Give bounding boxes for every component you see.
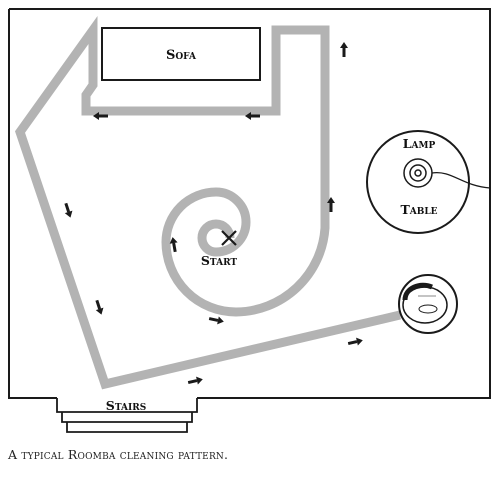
arrow-icon — [245, 112, 260, 120]
lamp-cord — [431, 172, 491, 189]
arrow-icon — [169, 237, 178, 253]
arrow-icon — [95, 299, 104, 315]
room-outline — [8, 8, 491, 399]
figure-caption: A typical Roomba cleaning pattern. — [8, 447, 229, 462]
arrow-icon — [208, 316, 224, 325]
direction-arrows — [64, 42, 363, 385]
arrow-icon — [327, 197, 335, 212]
arrow-icon — [347, 337, 363, 346]
sofa-label: Sofa — [166, 48, 197, 63]
arrow-icon — [64, 202, 73, 218]
start-label: Start — [201, 253, 238, 268]
arrow-icon — [340, 42, 348, 57]
start-x-icon — [221, 230, 237, 246]
roomba-robot-icon — [398, 274, 458, 334]
table — [366, 130, 470, 234]
lamp-label: Lamp — [403, 136, 436, 151]
table-label: Table — [400, 202, 437, 217]
cleaning-path — [14, 15, 402, 390]
arrow-icon — [187, 376, 203, 385]
arrow-icon — [93, 112, 108, 120]
stairs-label: Stairs — [106, 398, 146, 413]
sofa — [101, 27, 261, 81]
stairs — [56, 398, 198, 433]
